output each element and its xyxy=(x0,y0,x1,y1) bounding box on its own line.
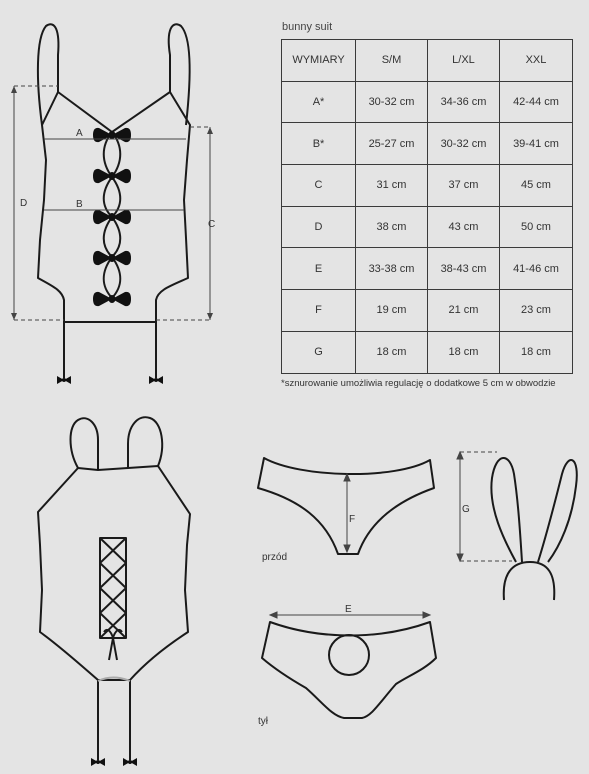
panty-front-drawing xyxy=(257,457,435,555)
footnote: *sznurowanie umożliwia regulację o dodat… xyxy=(281,378,556,389)
bow-icon xyxy=(93,168,131,184)
table-cell: 34-36 cm xyxy=(427,80,500,124)
bodysuit-front-drawing xyxy=(36,23,191,378)
label-f: F xyxy=(349,514,355,525)
size-table: WYMIARY S/M L/XL XXL A* 30-32 cm 34-36 c… xyxy=(281,39,573,374)
table-cell: 18 cm xyxy=(355,330,428,374)
dimension-label: C xyxy=(281,164,356,207)
front-caption: przód xyxy=(262,552,288,563)
table-row: F 19 cm 21 cm 23 cm xyxy=(281,289,573,332)
seam-line xyxy=(97,676,131,682)
table-cell: 18 cm xyxy=(499,330,573,374)
header-cell: L/XL xyxy=(427,39,500,82)
table-cell: 50 cm xyxy=(499,205,573,249)
product-title: bunny suit xyxy=(282,21,333,33)
table-cell: 31 cm xyxy=(355,164,428,207)
header-cell: XXL xyxy=(499,39,573,82)
bunny-ears-drawing xyxy=(490,457,578,601)
table-header-row: WYMIARY S/M L/XL XXL xyxy=(281,39,573,82)
table-cell: 42-44 cm xyxy=(499,80,573,124)
table-row: G 18 cm 18 cm 18 cm xyxy=(281,330,573,374)
table-row: E 33-38 cm 38-43 cm 41-46 cm xyxy=(281,247,573,291)
measurement-guides xyxy=(13,85,211,321)
dimension-label: D xyxy=(281,205,356,249)
table-row: D 38 cm 43 cm 50 cm xyxy=(281,205,573,249)
table-cell: 37 cm xyxy=(427,164,500,207)
table-cell: 38-43 cm xyxy=(427,247,500,291)
table-cell: 19 cm xyxy=(355,289,428,332)
bow-icon xyxy=(93,209,131,225)
label-d: D xyxy=(20,198,27,209)
table-cell: 43 cm xyxy=(427,205,500,249)
table-row: A* 30-32 cm 34-36 cm 42-44 cm xyxy=(281,80,573,124)
bodysuit-back-drawing xyxy=(37,416,191,760)
back-caption: tył xyxy=(258,716,268,727)
bow-icon xyxy=(93,127,131,143)
header-cell: S/M xyxy=(355,39,428,82)
table-row: B* 25-27 cm 30-32 cm 39-41 cm xyxy=(281,122,573,166)
label-a: A xyxy=(76,128,83,139)
table-cell: 33-38 cm xyxy=(355,247,428,291)
bow-icon xyxy=(93,250,131,266)
bow-icon xyxy=(93,291,131,307)
label-g: G xyxy=(462,504,470,515)
table-row: C 31 cm 37 cm 45 cm xyxy=(281,164,573,207)
header-cell: WYMIARY xyxy=(281,39,356,82)
dimension-label: F xyxy=(281,289,356,332)
table-cell: 30-32 cm xyxy=(355,80,428,124)
table-cell: 18 cm xyxy=(427,330,500,374)
table-cell: 39-41 cm xyxy=(499,122,573,166)
table-cell: 21 cm xyxy=(427,289,500,332)
label-e: E xyxy=(345,604,352,615)
dimension-label: G xyxy=(281,330,356,374)
table-cell: 45 cm xyxy=(499,164,573,207)
table-cell: 38 cm xyxy=(355,205,428,249)
table-cell: 23 cm xyxy=(499,289,573,332)
dimension-label: B* xyxy=(281,122,356,166)
panty-back-drawing xyxy=(261,621,437,719)
label-b: B xyxy=(76,199,83,210)
label-c: C xyxy=(208,219,215,230)
table-cell: 25-27 cm xyxy=(355,122,428,166)
